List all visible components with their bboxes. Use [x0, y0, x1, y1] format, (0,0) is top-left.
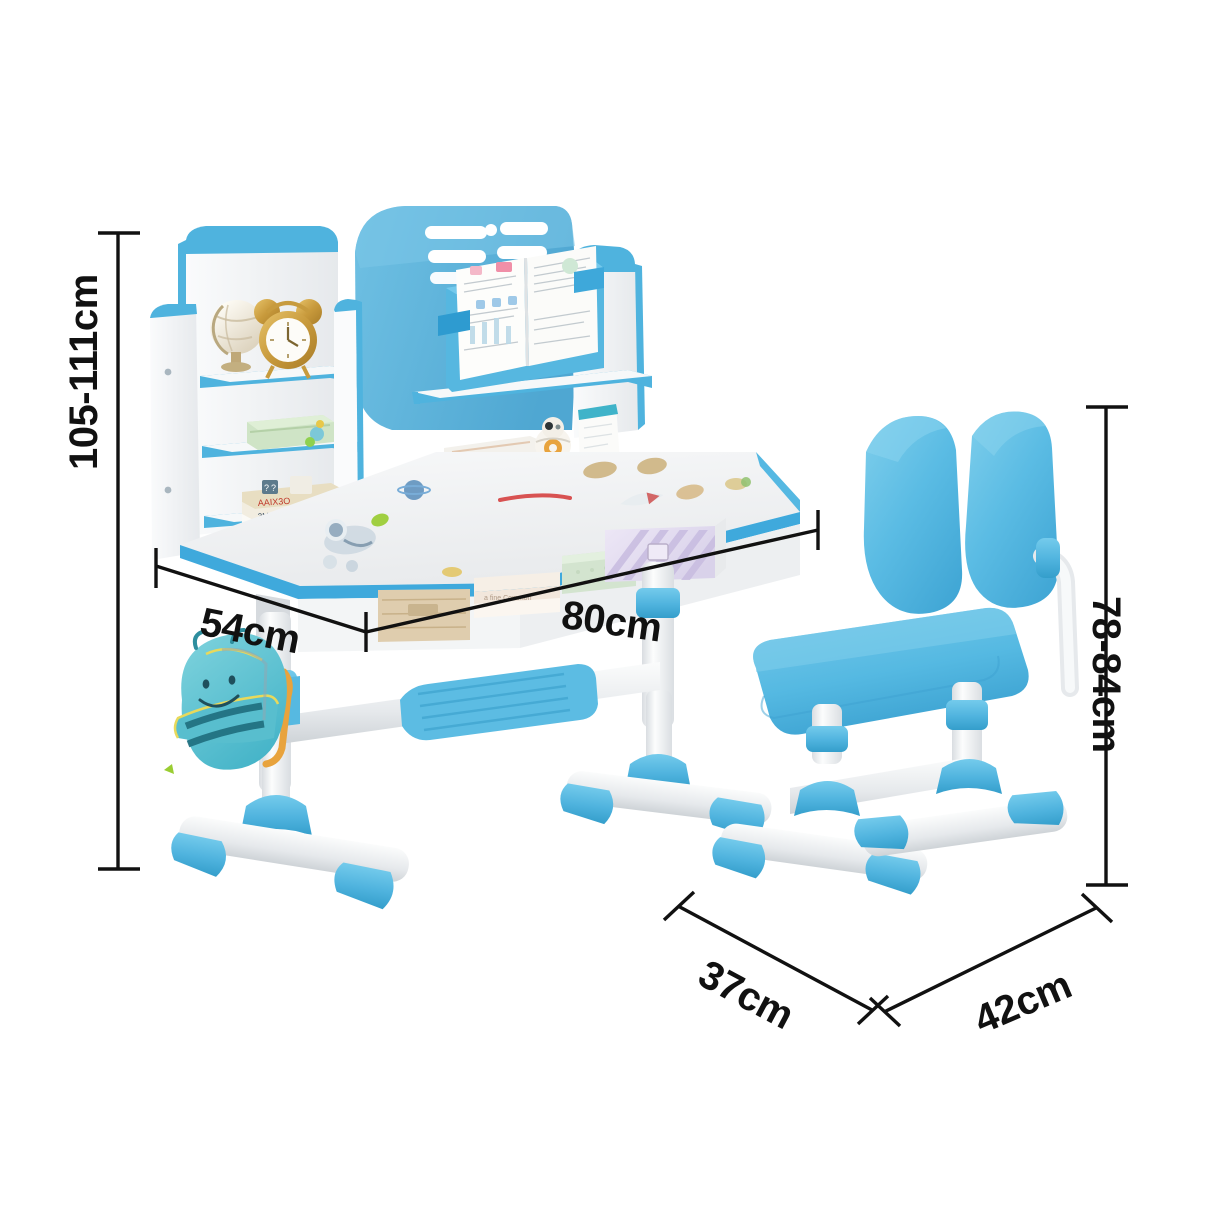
book-stand-object	[438, 246, 604, 392]
desk-assembly: AAIX3O 3MOH 3OCHA3XOW ? ?	[150, 206, 800, 910]
dimension-label-chair-height: 78-84cm	[1084, 596, 1128, 753]
svg-text:AAIX3O: AAIX3O	[257, 496, 290, 508]
chair-assembly	[712, 411, 1079, 895]
hutch-shelf-right	[412, 370, 652, 404]
desk-footrest	[280, 662, 660, 744]
dimension-line-chair-width	[868, 892, 1114, 1028]
hutch-side-panel-left	[150, 304, 200, 560]
globe-object	[210, 300, 267, 372]
panel-slots	[425, 222, 548, 263]
dimension-line-chair-depth	[662, 890, 890, 1026]
svg-text:?: ?	[271, 483, 276, 493]
dimension-line-desk-height	[98, 231, 140, 871]
alarm-clock-object	[254, 299, 322, 379]
dimension-label-desk-height: 105-111cm	[62, 274, 106, 470]
dimension-line-desk-width	[365, 510, 820, 634]
pencil-case-object	[247, 415, 334, 450]
dimension-lines	[98, 231, 1128, 1028]
desktop-graphics	[323, 457, 751, 577]
svg-text:?: ?	[264, 483, 269, 493]
backpack-object	[164, 628, 293, 774]
dimension-line-chair-height	[1086, 405, 1128, 887]
desk-leg-right	[560, 562, 772, 839]
